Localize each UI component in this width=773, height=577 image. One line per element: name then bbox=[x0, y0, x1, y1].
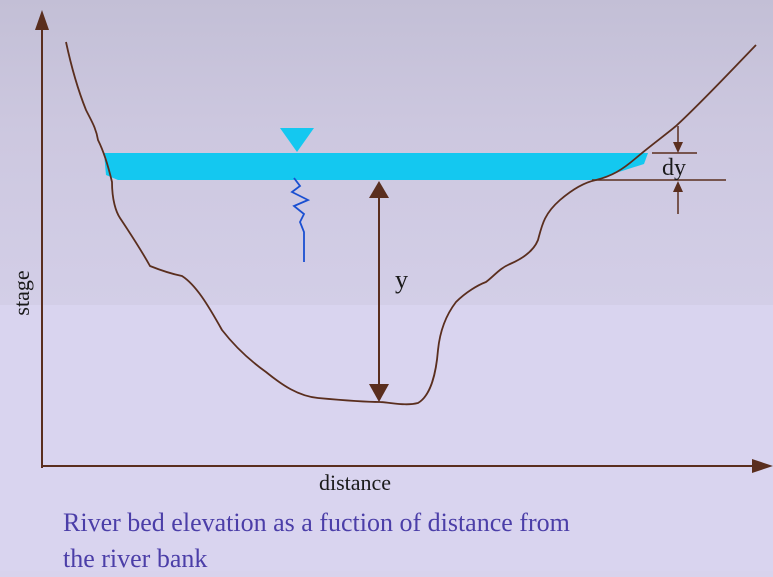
background-lower bbox=[0, 305, 773, 571]
figure-caption: River bed elevation as a fuction of dist… bbox=[63, 505, 763, 577]
x-axis-arrowhead bbox=[752, 459, 773, 473]
y-axis-arrowhead bbox=[35, 10, 49, 30]
depth-arrow-bottom-head bbox=[369, 384, 389, 402]
background-upper bbox=[0, 0, 773, 305]
depth-arrow-top-head bbox=[369, 181, 389, 198]
water-level-triangle-icon bbox=[280, 128, 314, 152]
water-surface-band bbox=[104, 153, 648, 180]
dy-label: dy bbox=[662, 155, 686, 181]
caption-line-2: the river bank bbox=[63, 544, 208, 573]
water-squiggle-icon bbox=[290, 177, 311, 262]
depth-label: y bbox=[395, 265, 408, 294]
dy-bottom-arrow-head bbox=[673, 181, 683, 192]
y-axis-label: stage bbox=[9, 270, 34, 315]
x-axis-label: distance bbox=[319, 470, 391, 495]
dy-top-arrow-head bbox=[673, 142, 683, 153]
river-bed-profile bbox=[65, 41, 757, 406]
caption-line-1: River bed elevation as a fuction of dist… bbox=[63, 508, 570, 537]
